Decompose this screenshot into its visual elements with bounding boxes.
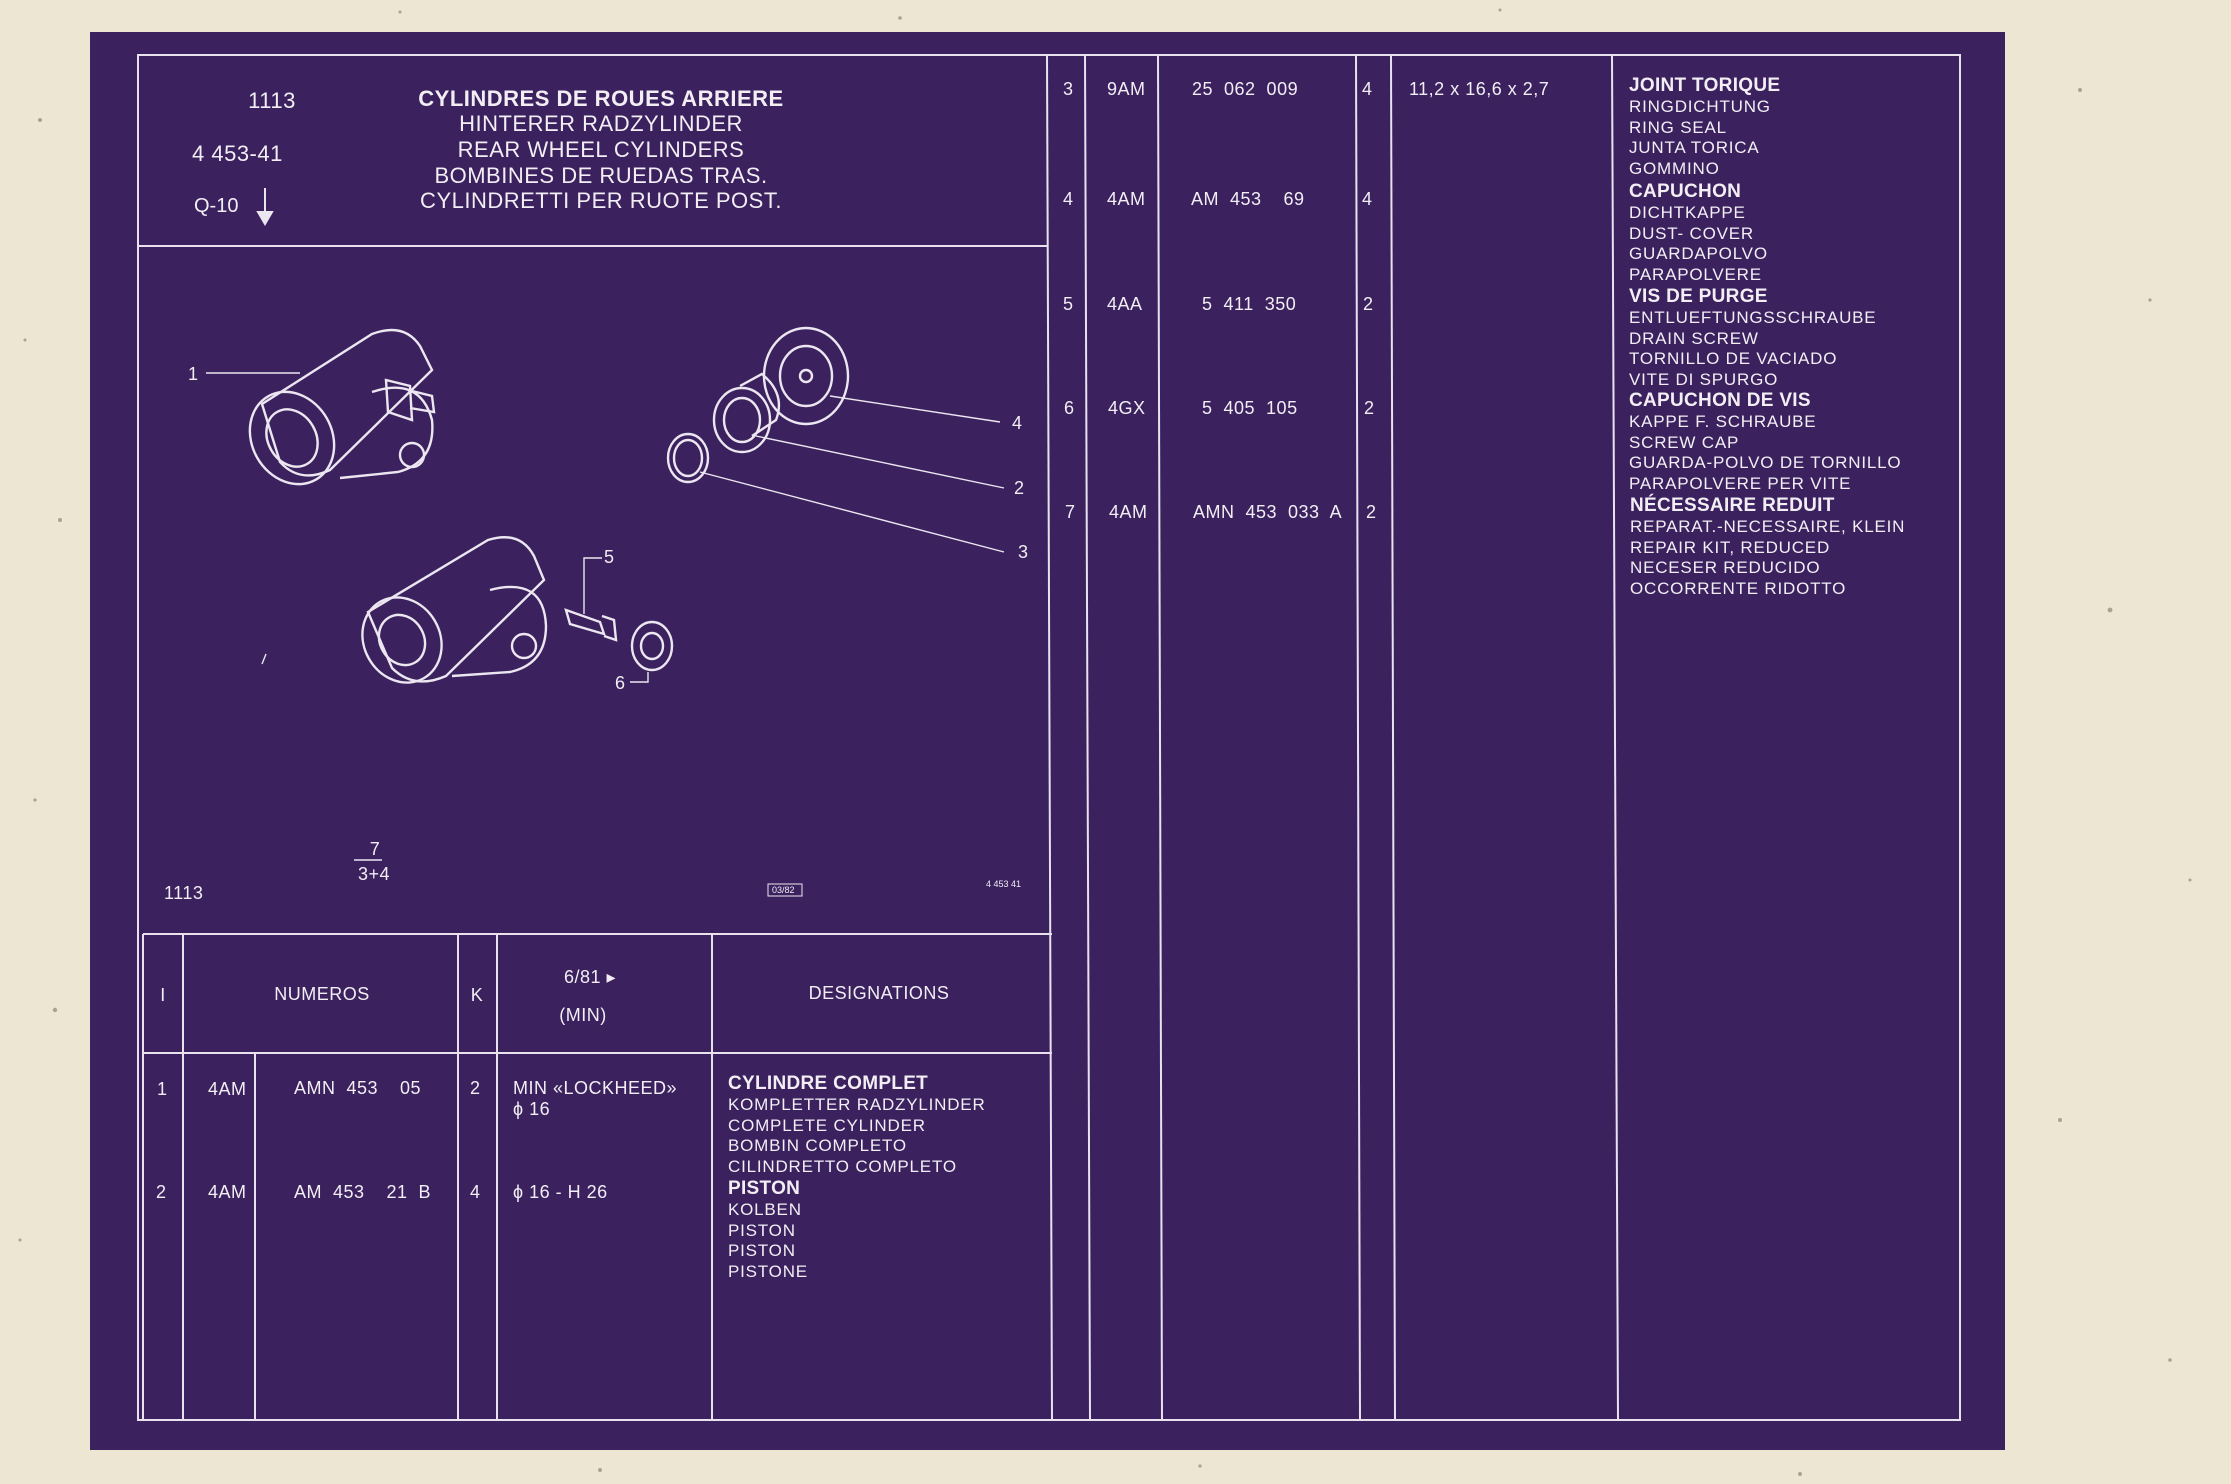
row-2-prefix: 4AM — [208, 1182, 247, 1202]
row-5-qty: 2 — [1363, 294, 1374, 314]
row-2-qty: 4 — [470, 1182, 481, 1202]
quantity-reference: Q-10 — [194, 195, 239, 217]
row-5-designation: VIS DE PURGE ENTLUEFTUNGSSCHRAUBE DRAIN … — [1629, 286, 1877, 390]
row-3-spec: 11,2 x 16,6 x 2,7 — [1409, 79, 1550, 99]
kit-denominator: 3+4 — [357, 864, 391, 884]
exploded-view-drawing — [248, 326, 850, 684]
drawing-reference: 4 453 41 — [986, 879, 1022, 889]
down-arrow-icon — [256, 188, 274, 226]
row-1-index: 1 — [157, 1079, 168, 1099]
title-es: BOMBINES DE RUEDAS TRAS. — [434, 163, 768, 188]
col-header-date-sub: (MIN) — [559, 1005, 607, 1025]
row-1-number: AMN 453 05 — [294, 1078, 422, 1098]
row-5-index: 5 — [1063, 294, 1074, 314]
callout-3: 3 — [1018, 542, 1029, 562]
row-2-index: 2 — [156, 1182, 167, 1202]
row-7-prefix: 4AM — [1109, 502, 1148, 522]
row-3-number: 25 062 009 — [1192, 79, 1299, 99]
row-3-prefix: 9AM — [1107, 79, 1146, 99]
row-4-qty: 4 — [1362, 189, 1373, 209]
row-4-designation: CAPUCHON DICHTKAPPE DUST- COVER GUARDAPO… — [1629, 181, 1768, 285]
row-2-spec-line-1: ϕ 16 - H 26 — [513, 1182, 608, 1202]
row-6-designation: CAPUCHON DE VIS KAPPE F. SCHRAUBE SCREW … — [1629, 390, 1902, 494]
col-header-qty: K — [470, 985, 484, 1005]
title-en: REAR WHEEL CYLINDERS — [457, 137, 745, 162]
callout-5: 5 — [604, 547, 615, 567]
row-1-qty: 2 — [470, 1078, 481, 1098]
row-6-number: 5 405 105 — [1202, 398, 1298, 418]
row-4-index: 4 — [1063, 189, 1074, 209]
group-code: 1113 — [248, 88, 296, 113]
row-1-prefix: 4AM — [208, 1079, 247, 1099]
callout-4: 4 — [1012, 413, 1023, 433]
row-4-number: AM 453 69 — [1191, 189, 1305, 209]
col-header-numbers: NUMEROS — [274, 984, 370, 1004]
col-header-date: 6/81 ▸ — [563, 967, 617, 987]
row-6-prefix: 4GX — [1108, 398, 1146, 418]
row-6-index: 6 — [1064, 398, 1075, 418]
col-header-index: I — [160, 985, 166, 1005]
title-de: HINTERER RADZYLINDER — [459, 111, 743, 136]
row-2-designation: PISTON KOLBEN PISTON PISTON PISTONE — [728, 1178, 808, 1282]
row-1-spec-line-2: ϕ 16 — [513, 1099, 551, 1119]
row-7-qty: 2 — [1366, 502, 1377, 522]
callout-2: 2 — [1014, 478, 1025, 498]
row-5-prefix: 4AA — [1107, 294, 1143, 314]
row-7-number: AMN 453 033 A — [1193, 502, 1343, 522]
row-7-index: 7 — [1065, 502, 1076, 522]
col-header-designations: DESIGNATIONS — [808, 983, 950, 1003]
title-fr: CYLINDRES DE ROUES ARRIERE — [418, 86, 784, 111]
row-3-index: 3 — [1063, 79, 1074, 99]
row-1-spec-line-1: MIN «LOCKHEED» — [513, 1078, 678, 1098]
row-4-prefix: 4AM — [1107, 189, 1146, 209]
date-stamp: 03/82 — [772, 885, 795, 895]
row-5-number: 5 411 350 — [1202, 294, 1297, 314]
part-reference: 4 453-41 — [192, 141, 283, 166]
callout-6: 6 — [615, 673, 626, 693]
row-7-designation: NÉCESSAIRE REDUIT REPARAT.-NECESSAIRE, K… — [1630, 495, 1906, 599]
row-3-designation: JOINT TORIQUE RINGDICHTUNG RING SEAL JUN… — [1629, 75, 1781, 179]
kit-numerator: 7 — [369, 839, 381, 859]
row-3-qty: 4 — [1362, 79, 1373, 99]
callout-1: 1 — [188, 364, 199, 384]
drawing-footer-code: 1113 — [164, 883, 204, 903]
row-1-designation: CYLINDRE COMPLET KOMPLETTER RADZYLINDER … — [728, 1073, 986, 1177]
row-2-number: AM 453 21 B — [294, 1182, 432, 1202]
title-it: CYLINDRETTI PER RUOTE POST. — [420, 188, 782, 213]
row-6-qty: 2 — [1364, 398, 1375, 418]
